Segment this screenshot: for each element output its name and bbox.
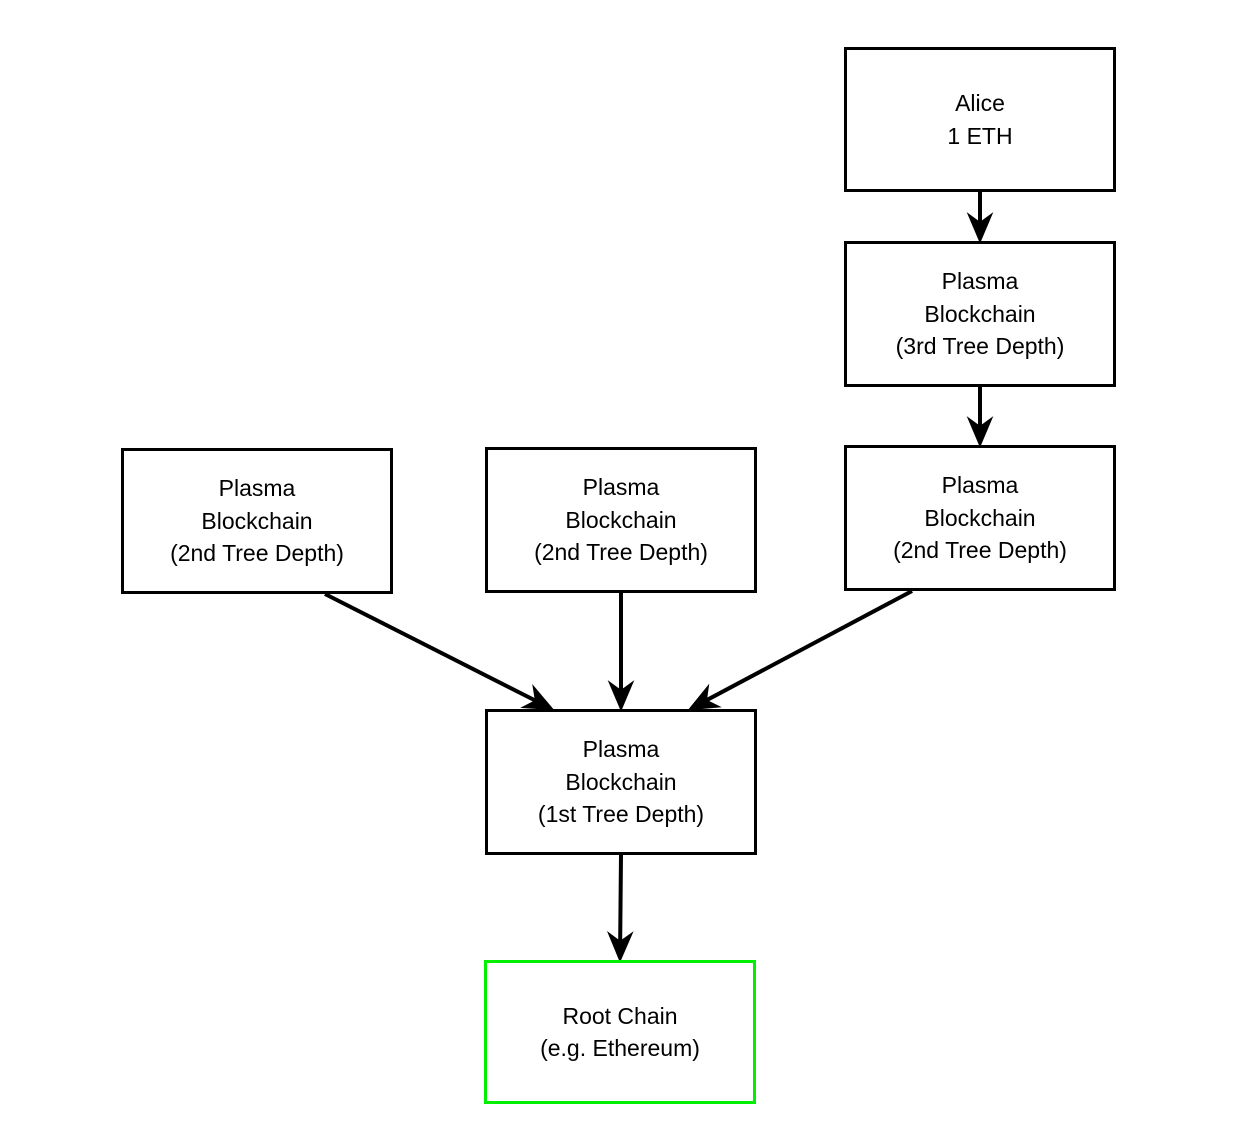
edge-line — [704, 589, 913, 703]
edge-line — [618, 854, 623, 943]
node-depth2-middle-line-1: Plasma — [582, 474, 660, 501]
node-depth2-middle-line-2: Blockchain — [565, 506, 677, 533]
node-alice-line-2: 1 ETH — [947, 122, 1013, 149]
arrowhead-icon — [520, 684, 555, 711]
node-depth3-line-2: Blockchain — [924, 300, 1036, 327]
node-depth2-left-line-2: Blockchain — [201, 507, 313, 534]
node-depth2-middle-line-3: (2nd Tree Depth) — [534, 539, 708, 566]
node-root-chain: Root Chain (e.g. Ethereum) — [484, 960, 756, 1104]
node-root-line-1: Root Chain — [562, 1002, 678, 1029]
node-depth2-right-line-3: (2nd Tree Depth) — [893, 537, 1067, 564]
node-plasma-depth-2-left: Plasma Blockchain (2nd Tree Depth) — [121, 448, 393, 594]
node-depth2-right-line-2: Blockchain — [924, 504, 1036, 531]
arrowhead-icon — [966, 416, 994, 448]
node-depth3-line-3: (3rd Tree Depth) — [895, 333, 1065, 360]
arrowhead-icon — [607, 680, 635, 712]
node-depth2-left-line-3: (2nd Tree Depth) — [170, 540, 344, 567]
node-depth1-line-1: Plasma — [582, 736, 660, 763]
edge-depth2-left-to-depth1 — [324, 592, 555, 711]
edge-alice-to-depth3 — [966, 192, 994, 244]
node-alice-line-1: Alice — [955, 90, 1005, 116]
node-depth3-line-1: Plasma — [941, 268, 1019, 295]
edge-line — [324, 592, 537, 703]
edge-depth2-right-to-depth1 — [687, 589, 913, 711]
edge-depth3-to-depth2-right — [966, 387, 994, 448]
arrowhead-icon — [606, 930, 634, 963]
node-depth1-line-2: Blockchain — [565, 768, 677, 795]
node-alice: Alice 1 ETH — [844, 47, 1116, 192]
arrowhead-icon — [966, 212, 994, 244]
node-root-line-2: (e.g. Ethereum) — [540, 1035, 700, 1061]
node-plasma-depth-3: Plasma Blockchain (3rd Tree Depth) — [844, 241, 1116, 387]
node-depth2-right-line-1: Plasma — [941, 472, 1019, 499]
node-plasma-depth-2-middle: Plasma Blockchain (2nd Tree Depth) — [485, 447, 757, 593]
node-depth1-line-3: (1st Tree Depth) — [537, 801, 705, 828]
node-plasma-depth-1: Plasma Blockchain (1st Tree Depth) — [485, 709, 757, 855]
node-depth2-left-line-1: Plasma — [218, 475, 296, 502]
edge-depth1-to-root — [606, 854, 634, 963]
edge-depth2-middle-to-depth1 — [607, 593, 635, 712]
arrowhead-icon — [687, 683, 722, 711]
node-plasma-depth-2-right: Plasma Blockchain (2nd Tree Depth) — [844, 445, 1116, 591]
